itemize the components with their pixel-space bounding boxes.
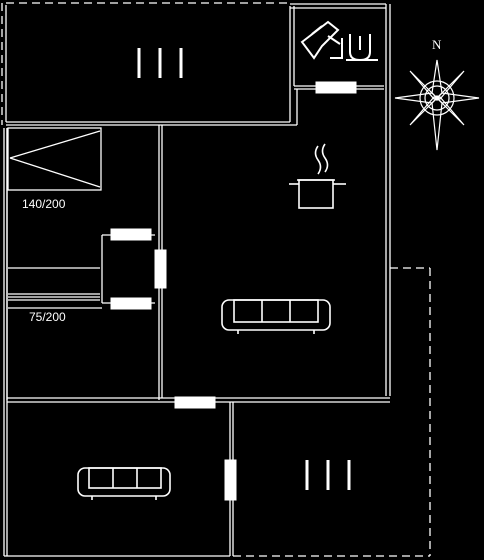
toilet-sink-icon	[300, 20, 378, 62]
door-bottom-center	[174, 396, 216, 409]
window-upper-symbol	[9, 130, 101, 188]
cooking-pot-icon	[289, 143, 346, 209]
door-hall-bottom	[110, 297, 152, 310]
compass-north-label: N	[432, 37, 442, 52]
bed-icon	[137, 48, 183, 78]
dashed-outline	[1, 2, 431, 557]
door-lower-right	[224, 459, 237, 501]
sofa-icon	[77, 467, 171, 500]
bed-icon	[305, 460, 351, 490]
window-lower-symbol	[8, 267, 100, 301]
door-hall-right	[154, 249, 167, 289]
window-lower-label: 75/200	[29, 310, 66, 324]
door-wc	[315, 81, 357, 94]
doors	[110, 81, 357, 501]
sofa-icon	[221, 299, 331, 334]
window-upper-label: 140/200	[22, 197, 66, 211]
walls	[3, 3, 391, 557]
door-hall-top	[110, 228, 152, 241]
compass-rose-icon	[394, 59, 480, 151]
